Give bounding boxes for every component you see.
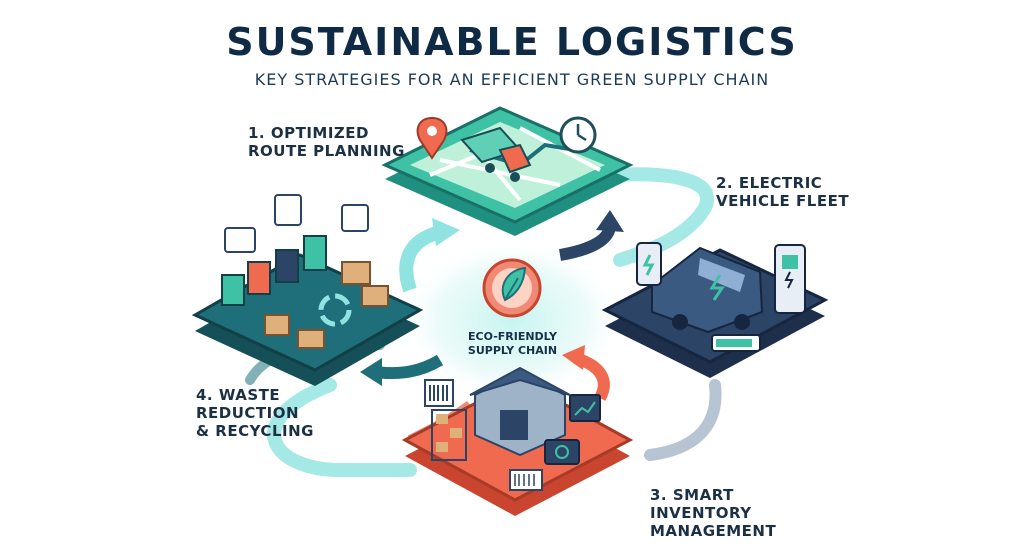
chart-bubble-icon: [224, 194, 369, 253]
warehouse-icon: [469, 366, 571, 457]
arrow-waste-to-route: [399, 225, 443, 293]
flow-loop-left: [267, 378, 417, 477]
truck-icon: [460, 126, 532, 182]
label-waste-line-1: 4. WASTE: [196, 386, 281, 404]
battery-icon: [711, 334, 761, 352]
page-subtitle: KEY STRATEGIES FOR AN EFFICIENT GREEN SU…: [254, 70, 770, 89]
shelf-icon: [431, 409, 467, 461]
arrow-hub-to-waste: [374, 354, 444, 380]
label-route-planning: 1. OPTIMIZED ROUTE PLANNING: [248, 124, 405, 160]
hub-glow: [402, 240, 622, 400]
map-roads: [429, 126, 601, 202]
recycle-icon: [318, 293, 352, 327]
label-inventory-line-3: MANAGEMENT: [650, 522, 777, 540]
tablet-icon: [544, 439, 580, 465]
page-title: SUSTAINABLE LOGISTICS: [226, 20, 798, 64]
label-inventory-line-1: 3. SMART: [650, 486, 734, 504]
label-waste-reduction: 4. WASTE REDUCTION & RECYCLING: [196, 386, 314, 440]
recycling-bins-icon: [221, 235, 327, 306]
box-icon: [264, 261, 389, 349]
label-fleet-line-1: 2. ELECTRIC: [716, 174, 823, 192]
label-waste-line-3: & RECYCLING: [196, 422, 314, 440]
label-route-line-1: 1. OPTIMIZED: [248, 124, 369, 142]
hub-label: ECO-FRIENDLY SUPPLY CHAIN: [440, 330, 585, 358]
label-inventory-line-2: INVENTORY: [650, 504, 752, 522]
label-fleet-line-2: VEHICLE FLEET: [716, 192, 850, 210]
label-electric-fleet: 2. ELECTRIC VEHICLE FLEET: [716, 174, 849, 210]
hub-label-line-1: ECO-FRIENDLY: [468, 330, 557, 343]
leaf-gear-icon: [482, 258, 542, 318]
van-icon: [651, 246, 764, 334]
platform-route-planning: [381, 106, 634, 236]
label-smart-inventory: 3. SMART INVENTORY MANAGEMENT: [650, 486, 776, 540]
hub-label-line-2: SUPPLY CHAIN: [467, 344, 558, 357]
platform-electric-fleet: [601, 242, 829, 378]
arrow-head-route-to-fleet: [596, 210, 624, 232]
platform-waste-reduction: [191, 194, 424, 386]
arrow-head-waste-to-route: [432, 218, 460, 246]
location-pin-icon: [416, 116, 448, 160]
platform-waste-top: [191, 253, 424, 372]
charging-station-icon: [774, 244, 806, 314]
barcode-icon: [424, 379, 543, 491]
clock-icon: [559, 116, 597, 154]
monitor-icon: [569, 394, 601, 422]
flow-loop-bottom-right: [644, 379, 722, 461]
platform-smart-inventory: [401, 366, 634, 516]
phone-battery-icon: [636, 242, 662, 286]
label-waste-line-2: REDUCTION: [196, 404, 300, 422]
label-route-line-2: ROUTE PLANNING: [248, 142, 405, 160]
arrow-head-inventory-to-hub: [562, 345, 585, 370]
arrow-head-hub-to-waste: [360, 358, 382, 386]
